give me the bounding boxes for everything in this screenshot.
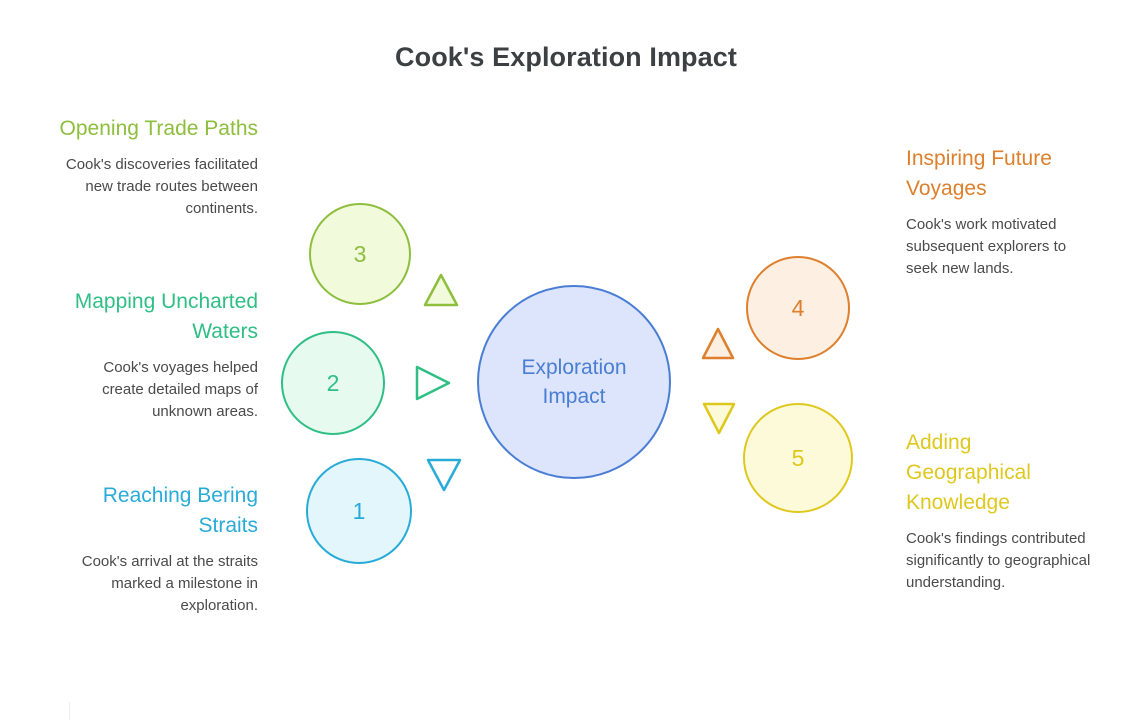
text-block-opening-trade-paths: Opening Trade Paths Cook's discoveries f… — [58, 114, 258, 220]
triangle-right-icon-2 — [411, 362, 453, 409]
block-body-adding-geographical-knowledge: Cook's findings contributed significantl… — [906, 530, 1091, 591]
triangle-up-shape-4 — [701, 327, 735, 360]
block-body-reaching-bering-straits: Cook's arrival at the straits marked a m… — [81, 553, 258, 614]
hub-circle-exploration-impact[interactable]: Exploration Impact — [477, 285, 671, 479]
hub-label-line-2: Impact — [542, 385, 606, 408]
text-block-adding-geographical-knowledge: Adding Geographical Knowledge Cook's fin… — [906, 428, 1092, 594]
triangle-right-shape-2 — [415, 365, 451, 401]
triangle-down-shape-1 — [426, 458, 462, 492]
triangle-up-icon-3 — [421, 271, 461, 316]
node-circle-3[interactable]: 3 — [309, 203, 411, 305]
node-circle-1-number: 1 — [352, 497, 366, 524]
page-title: Cook's Exploration Impact — [395, 42, 737, 72]
triangle-down-icon-1 — [424, 455, 464, 500]
triangle-down-icon-5 — [700, 399, 738, 442]
node-circle-4-number: 4 — [791, 294, 805, 321]
text-block-reaching-bering-straits: Reaching Bering Straits Cook's arrival a… — [58, 481, 258, 617]
node-circle-4[interactable]: 4 — [746, 256, 850, 360]
node-circle-3-number: 3 — [353, 240, 367, 267]
block-heading-opening-trade-paths: Opening Trade Paths — [59, 117, 258, 140]
block-body-mapping-uncharted-waters: Cook's voyages helped create detailed ma… — [102, 359, 258, 420]
node-circle-1[interactable]: 1 — [306, 458, 412, 564]
triangle-up-icon-4 — [699, 325, 737, 368]
node-circle-2-number: 2 — [326, 369, 340, 396]
triangle-up-shape-3 — [423, 273, 459, 307]
hub-label-line-1: Exploration — [521, 356, 627, 379]
block-heading-mapping-uncharted-waters: Mapping Uncharted Waters — [74, 290, 258, 343]
triangle-down-shape-5 — [702, 402, 736, 435]
block-heading-reaching-bering-straits: Reaching Bering Straits — [102, 484, 258, 537]
node-circle-2[interactable]: 2 — [281, 331, 385, 435]
block-heading-adding-geographical-knowledge: Adding Geographical Knowledge — [906, 431, 1031, 514]
corner-artifact-mark — [69, 702, 70, 720]
block-heading-inspiring-future-voyages: Inspiring Future Voyages — [906, 147, 1052, 200]
block-body-opening-trade-paths: Cook's discoveries facilitated new trade… — [65, 156, 258, 217]
text-block-mapping-uncharted-waters: Mapping Uncharted Waters Cook's voyages … — [58, 287, 258, 423]
text-block-inspiring-future-voyages: Inspiring Future Voyages Cook's work mot… — [906, 144, 1092, 280]
block-body-inspiring-future-voyages: Cook's work motivated subsequent explore… — [906, 216, 1067, 277]
node-circle-5[interactable]: 5 — [743, 403, 853, 513]
node-circle-5-number: 5 — [791, 444, 805, 471]
